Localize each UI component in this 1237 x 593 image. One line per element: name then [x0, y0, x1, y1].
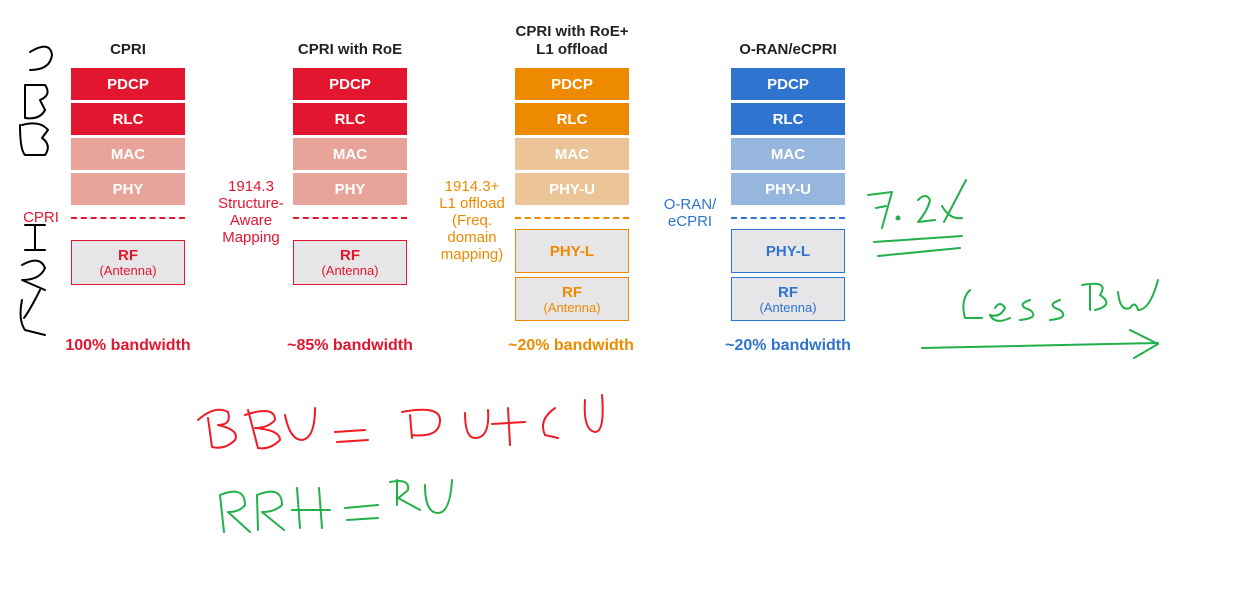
layer-rlc: RLC: [71, 103, 185, 135]
antenna-label: (Antenna): [759, 299, 817, 315]
layer-mac: MAC: [515, 138, 629, 170]
layer-mac: MAC: [293, 138, 407, 170]
layer-pdcp: PDCP: [515, 68, 629, 100]
rf-label: RF: [778, 283, 798, 301]
phy-l-label: PHY-L: [549, 242, 595, 260]
rf-box: RF (Antenna): [293, 240, 407, 285]
antenna-label: (Antenna): [99, 263, 157, 278]
layer-rlc: RLC: [731, 103, 845, 135]
layer-phy-u: PHY-U: [515, 173, 629, 205]
rf-box: RF (Antenna): [71, 240, 185, 285]
phy-l-box: PHY-L: [515, 229, 629, 273]
annotation-less-bw: [962, 279, 1159, 322]
annotation-bbu-equals-du-cu: [197, 394, 604, 450]
rf-box: RF (Antenna): [731, 277, 845, 321]
layer-rlc: RLC: [515, 103, 629, 135]
layer-mac: MAC: [71, 138, 185, 170]
layer-phy: PHY: [293, 173, 407, 205]
rf-box: RF (Antenna): [515, 277, 629, 321]
bandwidth-label: ~85% bandwidth: [287, 337, 413, 354]
column-title-cpri-roe: CPRI with RoE: [297, 41, 403, 58]
layer-pdcp: PDCP: [71, 68, 185, 100]
split-label: 1914.3+ L1 offload (Freq. domain mapping…: [439, 178, 505, 263]
antenna-label: (Antenna): [321, 263, 379, 278]
phy-l-box: PHY-L: [731, 229, 845, 273]
split-label: 1914.3 Structure- Aware Mapping: [218, 178, 284, 246]
phy-l-label: PHY-L: [765, 242, 811, 260]
rf-label: RF: [340, 247, 360, 264]
annotation-split-7-2x: [867, 179, 967, 257]
layer-pdcp: PDCP: [293, 68, 407, 100]
arrow-less-bw: [921, 329, 1159, 359]
layer-phy: PHY: [71, 173, 185, 205]
split-line: [71, 217, 185, 219]
layer-pdcp: PDCP: [731, 68, 845, 100]
rf-label: RF: [562, 283, 582, 301]
annotation-rrh-vertical: [19, 224, 46, 336]
bandwidth-label: 100% bandwidth: [65, 337, 191, 354]
bandwidth-label: ~20% bandwidth: [725, 337, 851, 354]
layer-mac: MAC: [731, 138, 845, 170]
column-title-cpri: CPRI: [110, 41, 146, 58]
annotation-rrh-equals-ru: [219, 479, 453, 533]
split-line: [515, 217, 629, 219]
split-line: [293, 217, 407, 219]
layer-rlc: RLC: [293, 103, 407, 135]
split-label: CPRI: [23, 209, 59, 226]
bandwidth-label: ~20% bandwidth: [508, 337, 634, 354]
split-line: [731, 217, 845, 219]
antenna-label: (Antenna): [543, 299, 601, 315]
split-label: O-RAN/ eCPRI: [663, 196, 717, 230]
rf-label: RF: [118, 247, 138, 264]
annotation-bbu-vertical: [19, 45, 53, 156]
column-title-cpri-roe-l1: CPRI with RoE+ L1 offload: [515, 23, 629, 58]
layer-phy-u: PHY-U: [731, 173, 845, 205]
column-title-oran: O-RAN/eCPRI: [739, 41, 837, 58]
